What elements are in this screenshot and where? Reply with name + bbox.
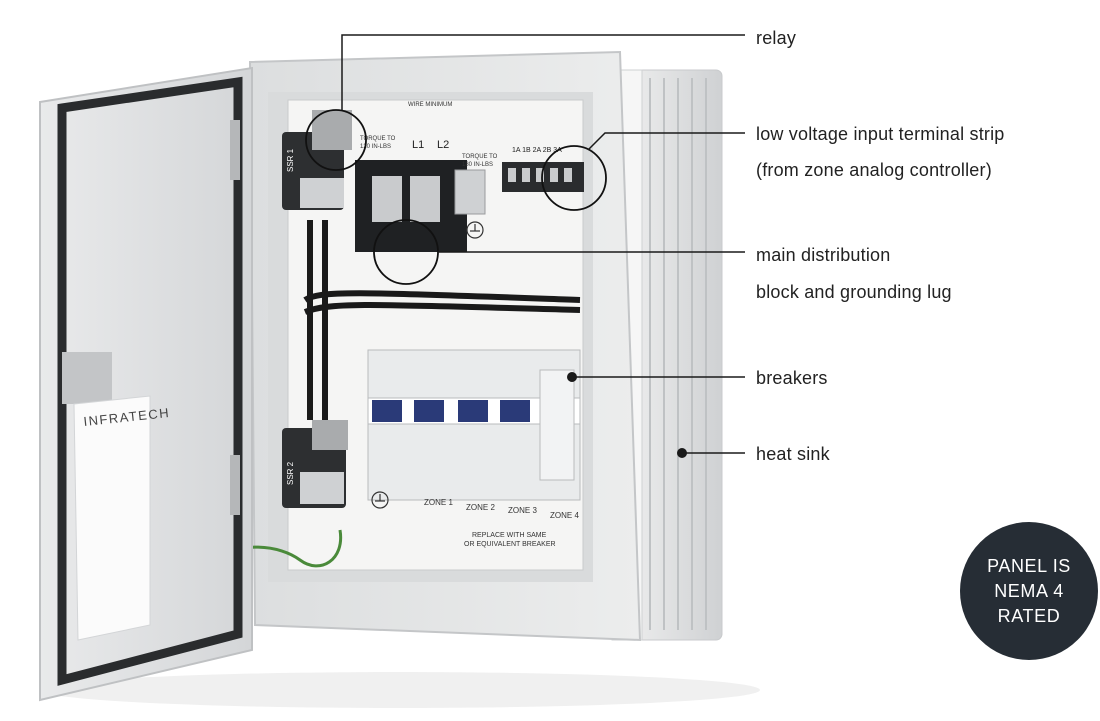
- distribution-block: [355, 160, 486, 252]
- breakers: [367, 349, 581, 501]
- relay-ssr2: [282, 420, 348, 508]
- relay-highlight-circle: [305, 109, 367, 171]
- wire-minimum-label: WIRE MINIMUM: [408, 102, 452, 108]
- terminal-ids-label: 1A 1B 2A 2B 3A: [512, 147, 562, 154]
- torque-right-line2: 180 IN-LBS: [462, 162, 493, 168]
- zone4-label: ZONE 4: [550, 511, 579, 520]
- leader-lines: [341, 34, 745, 454]
- heat-sink-callout: heat sink: [756, 444, 830, 464]
- badge-line3: RATED: [997, 605, 1061, 626]
- cable-bundle: [303, 220, 581, 420]
- enclosure-door: [39, 66, 253, 702]
- distribution-callout-line1: main distribution: [756, 245, 891, 265]
- terminal-leader-line: [587, 132, 745, 151]
- badge-line1: PANEL IS: [987, 555, 1071, 576]
- nema-rating-badge: PANEL IS NEMA 4 RATED: [960, 522, 1098, 660]
- badge-line2: NEMA 4: [994, 580, 1064, 601]
- terminal-highlight-circle: [541, 145, 607, 211]
- breakers-callout: breakers: [756, 368, 828, 388]
- zone3-label: ZONE 3: [508, 506, 537, 515]
- relay-callout: relay: [756, 28, 797, 48]
- torque-left-line1: TORQUE TO: [360, 136, 396, 142]
- zone1-label: ZONE 1: [424, 498, 453, 507]
- torque-right-line1: TORQUE TO: [462, 154, 498, 160]
- distribution-callout-line2: block and grounding lug: [756, 282, 952, 302]
- heat-sink-leader-dot: [677, 448, 687, 458]
- floor-shadow: [40, 672, 760, 708]
- relay-ssr1: [282, 110, 352, 210]
- relay-leader-line: [341, 34, 745, 110]
- replace-line2: OR EQUIVALENT BREAKER: [464, 541, 556, 548]
- ground-symbol: [371, 221, 484, 509]
- ssr2-label: SSR 2: [286, 461, 295, 485]
- ssr1-label: SSR 1: [286, 148, 295, 172]
- terminal-strip-callout-line1: low voltage input terminal strip: [756, 124, 1005, 144]
- terminal-strip-callout-line2: (from zone analog controller): [756, 160, 992, 180]
- l1-label: L1: [412, 139, 424, 151]
- breakers-leader-dot: [567, 372, 577, 382]
- replace-line1: REPLACE WITH SAME: [472, 532, 547, 539]
- torque-left-line2: 120 IN-LBS: [360, 144, 391, 150]
- l2-label: L2: [437, 139, 449, 151]
- zone2-label: ZONE 2: [466, 503, 495, 512]
